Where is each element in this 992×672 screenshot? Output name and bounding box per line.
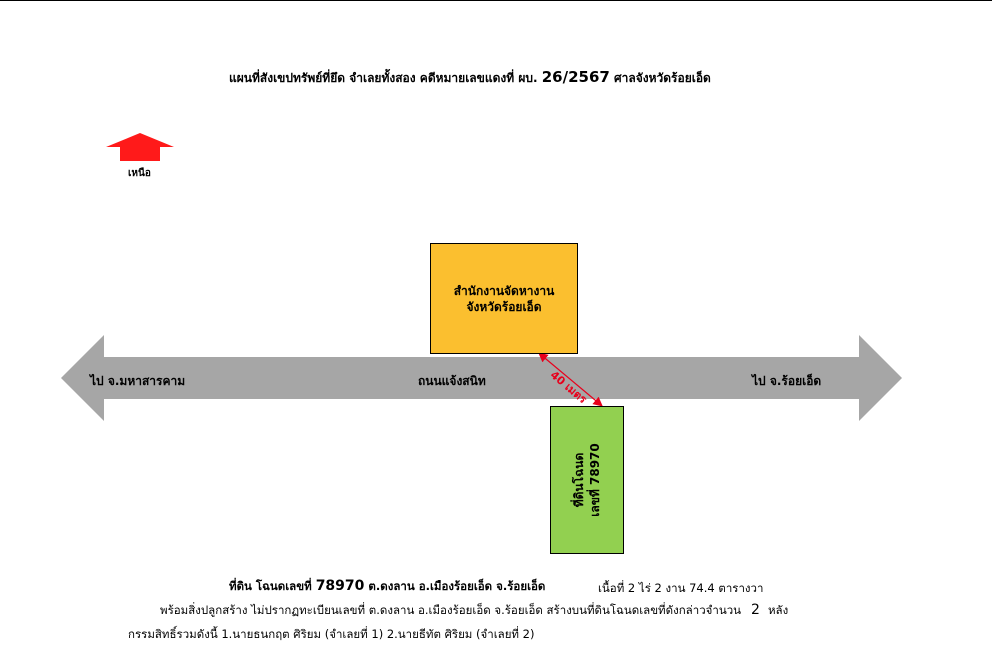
north-label: เหนือ xyxy=(128,168,151,179)
building-description: พร้อมสิ่งปลูกสร้าง ไม่ปรากฏทะเบียนเลขที่… xyxy=(160,603,742,617)
deed-prefix: ที่ดิน โฉนดเลขที่ xyxy=(229,579,316,593)
land-plot-box: ที่ดินโฉนด เลขที่ 78970 xyxy=(550,406,624,554)
distance-line xyxy=(538,352,603,407)
info-line-3: กรรมสิทธิ์รวมดังนี้ 1.นายธนกฤต ศิริยม (จ… xyxy=(128,627,535,641)
building-count: 2 xyxy=(751,602,760,618)
deed-location: ต.ดงลาน อ.เมืองร้อยเอ็ด จ.ร้อยเอ็ด xyxy=(364,579,546,593)
info-line-1: ที่ดิน โฉนดเลขที่ 78970 ต.ดงลาน อ.เมืองร… xyxy=(229,578,545,596)
land-plot-line1: ที่ดินโฉนด xyxy=(572,452,586,508)
road-name: ถนนแจ้งสนิท xyxy=(418,374,486,388)
road-right-destination: ไป จ.ร้อยเอ็ด xyxy=(752,374,822,388)
info-line-2: พร้อมสิ่งปลูกสร้าง ไม่ปรากฏทะเบียนเลขที่… xyxy=(160,602,788,620)
office-name-line1: สำนักงานจัดหางาน xyxy=(453,283,555,298)
office-name-line2: จังหวัดร้อยเอ็ด xyxy=(466,299,542,314)
office-box: สำนักงานจัดหางาน จังหวัดร้อยเอ็ด xyxy=(430,243,578,354)
map-title: แผนที่สังเขปทรัพย์ที่ยึด จำเลยทั้งสอง คด… xyxy=(229,68,711,88)
deed-number: 78970 xyxy=(315,578,365,594)
title-text: แผนที่สังเขปทรัพย์ที่ยึด จำเลยทั้งสอง คด… xyxy=(229,71,542,85)
case-number: 26/2567 xyxy=(541,68,610,86)
road-left-destination: ไป จ.มหาสารคาม xyxy=(90,374,186,388)
building-unit: หลัง xyxy=(767,603,789,617)
top-border-line xyxy=(0,0,992,1)
land-plot-line2: เลขที่ 78970 xyxy=(588,443,602,517)
north-arrow-icon xyxy=(106,133,174,161)
road-arrow xyxy=(61,335,902,421)
land-area: เนื้อที่ 2 ไร่ 2 งาน 74.4 ตารางวา xyxy=(598,581,764,595)
land-plot-label: ที่ดินโฉนด เลขที่ 78970 xyxy=(571,443,603,517)
court-name: ศาลจังหวัดร้อยเอ็ด xyxy=(609,71,711,85)
